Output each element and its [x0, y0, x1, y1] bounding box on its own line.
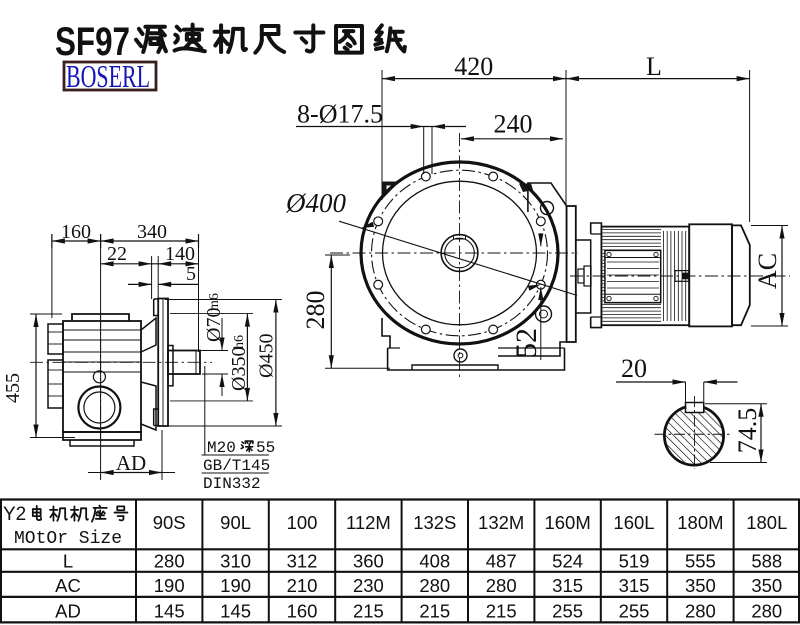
svg-text:588: 588 [751, 551, 782, 572]
svg-text:8-Ø17.5: 8-Ø17.5 [297, 100, 383, 129]
svg-text:22: 22 [107, 243, 127, 265]
svg-text:190: 190 [154, 575, 185, 596]
svg-text:L: L [646, 52, 662, 81]
svg-text:310: 310 [220, 551, 251, 572]
svg-text:524: 524 [552, 551, 583, 572]
svg-text:AD: AD [55, 601, 81, 622]
svg-text:132S: 132S [413, 512, 456, 533]
svg-text:255: 255 [552, 601, 583, 622]
svg-text:160M: 160M [544, 512, 590, 533]
svg-text:350: 350 [685, 575, 716, 596]
svg-text:280: 280 [419, 575, 450, 596]
svg-text:GB/T145: GB/T145 [203, 457, 270, 475]
svg-text:L: L [63, 551, 73, 572]
svg-text:215: 215 [486, 601, 517, 622]
svg-text:408: 408 [419, 551, 450, 572]
svg-text:145: 145 [220, 601, 251, 622]
svg-text:312: 312 [287, 551, 318, 572]
svg-text:315: 315 [619, 575, 650, 596]
svg-text:145: 145 [154, 601, 185, 622]
svg-text:360: 360 [353, 551, 384, 572]
svg-text:m6: m6 [207, 293, 222, 311]
svg-text:160: 160 [287, 601, 318, 622]
svg-text:112M: 112M [346, 512, 391, 533]
svg-text:210: 210 [287, 575, 318, 596]
svg-text:55: 55 [256, 439, 275, 457]
svg-text:Ø400: Ø400 [285, 188, 346, 218]
svg-text:180M: 180M [677, 512, 723, 533]
svg-text:180L: 180L [746, 512, 787, 533]
svg-text:555: 555 [685, 551, 716, 572]
svg-text:160: 160 [61, 221, 91, 243]
svg-text:255: 255 [619, 601, 650, 622]
svg-text:AC: AC [55, 575, 81, 596]
svg-text:Ø450: Ø450 [256, 334, 278, 378]
svg-text:160L: 160L [613, 512, 654, 533]
svg-text:M20: M20 [207, 439, 236, 457]
svg-text:MOtOr Size: MOtOr Size [14, 529, 122, 549]
svg-text:SF97: SF97 [55, 20, 130, 64]
svg-text:20: 20 [621, 354, 647, 383]
svg-text:90S: 90S [153, 512, 186, 533]
svg-text:280: 280 [154, 551, 185, 572]
svg-text:74.5: 74.5 [733, 408, 762, 454]
svg-text:Y2: Y2 [3, 504, 26, 525]
svg-text:280: 280 [301, 291, 330, 330]
svg-text:280: 280 [486, 575, 517, 596]
svg-text:132M: 132M [478, 512, 524, 533]
svg-text:230: 230 [353, 575, 384, 596]
svg-text:280: 280 [685, 601, 716, 622]
svg-text:215: 215 [353, 601, 384, 622]
svg-text:52: 52 [510, 328, 543, 358]
svg-text:420: 420 [454, 52, 493, 81]
svg-text:h6: h6 [232, 335, 247, 349]
svg-text:519: 519 [619, 551, 650, 572]
svg-text:240: 240 [494, 110, 533, 139]
svg-text:350: 350 [751, 575, 782, 596]
svg-text:280: 280 [751, 601, 782, 622]
svg-text:190: 190 [220, 575, 251, 596]
svg-text:AC: AC [753, 253, 782, 289]
svg-text:315: 315 [552, 575, 583, 596]
svg-text:487: 487 [486, 551, 517, 572]
svg-text:100: 100 [287, 512, 318, 533]
svg-text:455: 455 [2, 373, 24, 403]
svg-text:340: 340 [137, 221, 167, 243]
svg-text:215: 215 [419, 601, 450, 622]
svg-text:BOSERL: BOSERL [66, 58, 150, 94]
svg-text:Ø350: Ø350 [228, 347, 250, 391]
svg-text:AD: AD [116, 451, 146, 475]
svg-text:Ø70: Ø70 [203, 308, 225, 342]
svg-text:90L: 90L [220, 512, 251, 533]
svg-text:5: 5 [186, 263, 196, 285]
svg-text:140: 140 [165, 243, 195, 265]
svg-text:DIN332: DIN332 [203, 475, 261, 493]
